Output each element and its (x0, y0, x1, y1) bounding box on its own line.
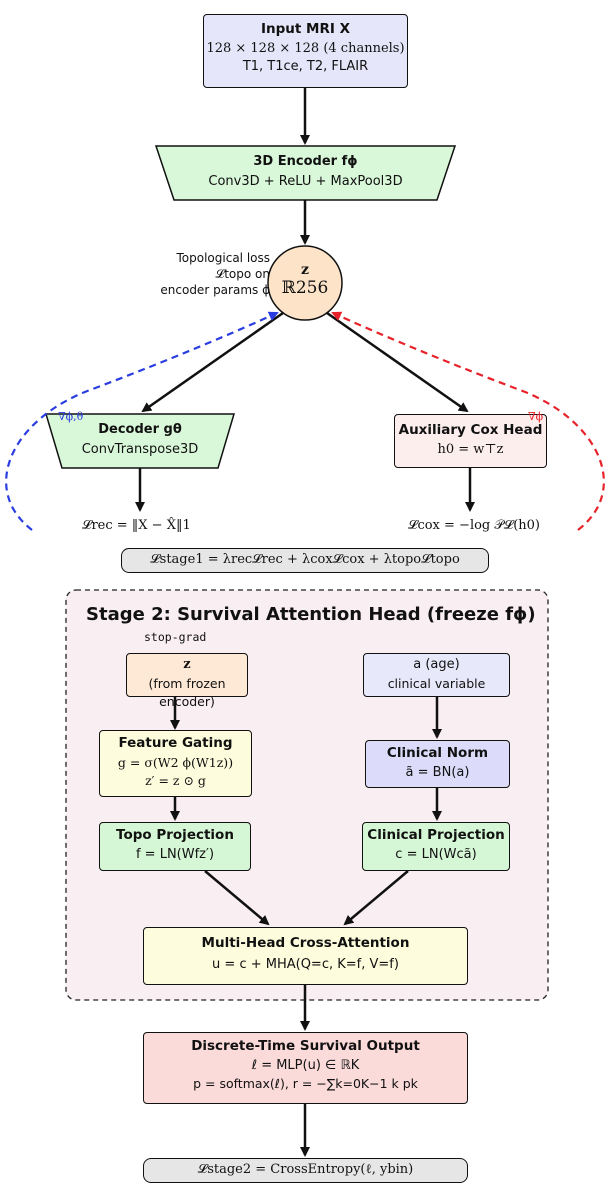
clinical-projection-box: Clinical Projection c = LN(Wcã) (362, 822, 510, 871)
stopgrad-label: stop-grad (144, 630, 207, 644)
cox-head-box: Auxiliary Cox Head h0 = w⊤z (394, 414, 547, 468)
loss-stage2: 𝓛stage2 = CrossEntropy(ℓ, ybin) (143, 1158, 468, 1183)
topo-projection-title: Topo Projection (116, 827, 234, 843)
topo-note-line1: Topological loss (176, 251, 271, 265)
loss-stage1: 𝓛stage1 = λrec𝓛rec + λcox𝓛cox + λtopo𝓛to… (121, 548, 489, 573)
latent-circle (267, 245, 343, 321)
clinical-projection-eq: c = LN(Wcã) (395, 846, 477, 862)
loss-cox: 𝓛cox = −log 𝒫𝓛(h0) (408, 518, 540, 533)
clinical-norm-title: Clinical Norm (386, 745, 489, 761)
survival-output-eq1: ℓ = MLP(u) ∈ ℝK (251, 1057, 360, 1073)
decoder-shape (44, 413, 236, 469)
encoder-shape (154, 145, 457, 201)
clinical-projection-title: Clinical Projection (367, 827, 505, 843)
input-mri-dims: 128 × 128 × 128 (4 channels) (206, 40, 405, 56)
survival-output-title: Discrete-Time Survival Output (191, 1038, 420, 1054)
survival-output-eq2: p = softmax(ℓ), r = −∑k=0K−1 k pk (193, 1076, 418, 1092)
input-mri-box: Input MRI X 128 × 128 × 128 (4 channels)… (203, 14, 408, 88)
cox-head-formula: h0 = w⊤z (437, 441, 504, 457)
latent-space: ℝ256 (281, 278, 329, 298)
loss-rec: 𝓛rec = ‖X − X̂‖1 (82, 518, 191, 533)
age-box-desc: clinical variable (387, 675, 486, 691)
topo-note-line3: encoder params ϕ (160, 283, 270, 298)
cox-head-title: Auxiliary Cox Head (398, 422, 543, 438)
z-box: z (from frozen encoder) (126, 653, 248, 709)
mhca-box: Multi-Head Cross-Attention u = c + MHA(Q… (143, 927, 468, 985)
stage2-title: Stage 2: Survival Attention Head (freeze… (86, 604, 536, 625)
survival-output-box: Discrete-Time Survival Output ℓ = MLP(u)… (143, 1032, 468, 1104)
encoder-title: 3D Encoder fϕ (253, 154, 358, 169)
mhca-title: Multi-Head Cross-Attention (201, 935, 410, 951)
topo-projection-eq: f = LN(Wfz′) (135, 846, 215, 862)
feature-gating-eq2: z′ = z ⊙ g (145, 772, 206, 788)
mhca-eq: u = c + MHA(Q=c, K=f, V=f) (212, 956, 399, 972)
topo-note-line2: 𝓛topo on (215, 267, 271, 282)
decoder-layers: ConvTranspose3D (81, 441, 199, 457)
latent-label: z ℝ256 (268, 262, 342, 298)
topo-projection-box: Topo Projection f = LN(Wfz′) (99, 822, 251, 871)
clinical-norm-box: Clinical Norm ã = BN(a) (365, 740, 510, 788)
latent-symbol: z (301, 262, 309, 278)
feature-gating-title: Feature Gating (118, 735, 233, 751)
feature-gating-box: Feature Gating g = σ(W2 ϕ(W1z)) z′ = z ⊙… (99, 730, 252, 797)
input-mri-channels: T1, T1ce, T2, FLAIR (242, 59, 369, 75)
decoder-label: Decoder gθ ConvTranspose3D (62, 420, 218, 459)
z-box-symbol: z (183, 657, 191, 672)
topo-note: Topological loss 𝓛topo on encoder params… (138, 250, 270, 299)
clinical-norm-eq: ã = BN(a) (405, 764, 470, 780)
age-box-symbol: a (age) (413, 657, 460, 672)
cox-grad-label: ∇ϕ (528, 410, 544, 423)
encoder-layers: Conv3D + ReLU + MaxPool3D (208, 173, 403, 189)
z-box-desc: (from frozen encoder) (148, 675, 226, 709)
feature-gating-eq1: g = σ(W2 ϕ(W1z)) (117, 754, 234, 770)
decoder-grad-label: ∇ϕ,θ (58, 410, 84, 423)
age-box: a (age) clinical variable (363, 653, 510, 697)
input-mri-title: Input MRI X (260, 21, 351, 37)
decoder-title: Decoder gθ (98, 422, 182, 437)
encoder-label: 3D Encoder fϕ Conv3D + ReLU + MaxPool3D (174, 152, 437, 191)
